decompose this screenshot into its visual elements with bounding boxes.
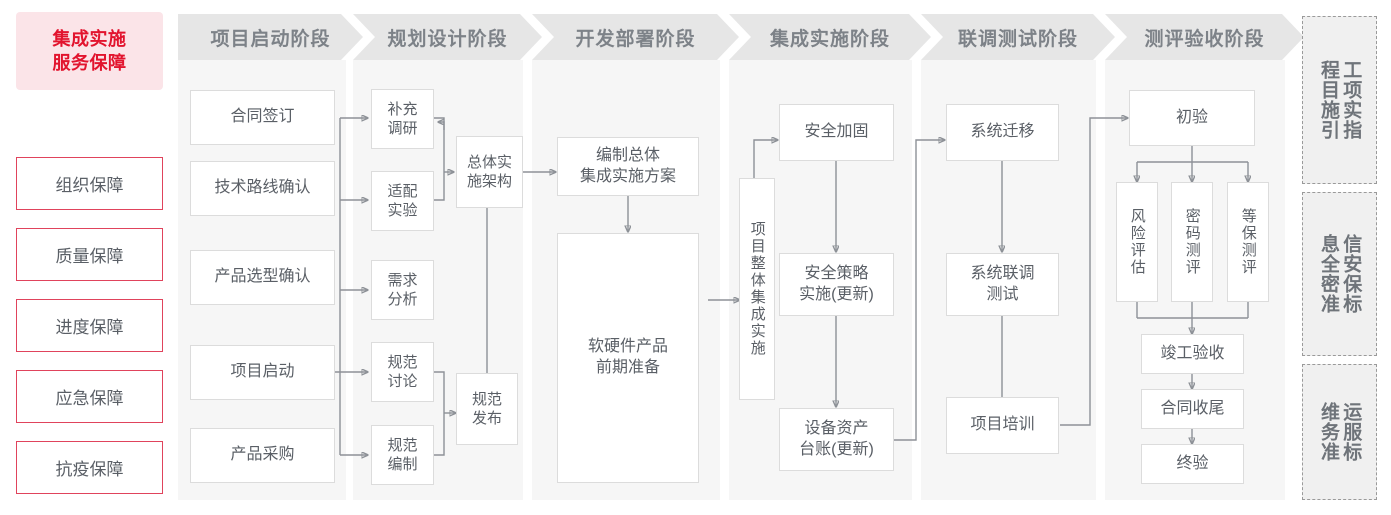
standard-label-column: 工项实指 [1340,60,1362,140]
brand-title-box: 集成实施 服务保障 [16,12,163,90]
node-p6-6[interactable]: 终验 [1141,444,1244,484]
node-p5-2[interactable]: 项目培训 [946,397,1059,454]
node-label: 风险评估 [1128,208,1146,276]
guarantee-item-2[interactable]: 进度保障 [16,299,163,352]
node-label: 合同收尾 [1160,399,1225,417]
phase-header-label: 集成实施阶段 [769,28,890,50]
node-p2-5[interactable]: 总体实 施架构 [456,136,523,208]
node-label: 技术路线确认 [214,179,311,197]
standard-panel-2[interactable]: 运服标维务准 [1302,364,1377,500]
standard-label-column: 信安保标 [1340,234,1362,314]
phase-header-label: 测评验收阶段 [1144,28,1265,50]
node-label: 补充 调研 [387,100,418,138]
guarantee-label: 进度保障 [55,318,124,337]
guarantee-label: 组织保障 [55,176,124,195]
standard-label-column: 程目施引 [1318,60,1339,140]
node-label: 总体实 施架构 [466,153,512,191]
node-p5-0[interactable]: 系统迁移 [946,104,1059,161]
standard-label-column: 维务准 [1318,402,1339,462]
node-label: 需求 分析 [387,271,418,309]
guarantee-item-1[interactable]: 质量保障 [16,228,163,281]
node-label: 等保测评 [1239,208,1257,276]
node-label: 安全策略 实施(更新) [799,264,874,303]
node-label: 合同签订 [230,108,295,126]
guarantee-item-4[interactable]: 抗疫保障 [16,441,163,494]
node-p2-2[interactable]: 需求 分析 [371,260,434,320]
node-label: 规范 讨论 [387,353,418,391]
node-p2-0[interactable]: 补充 调研 [371,89,434,149]
standard-label: 运服标维务准 [1318,402,1362,462]
node-label: 系统迁移 [970,123,1035,141]
standard-panel-1[interactable]: 信安保标息全密准 [1302,192,1377,356]
phase-header-1[interactable]: 项目启动阶段 [178,14,363,60]
node-p4-1[interactable]: 安全加固 [779,104,894,161]
guarantee-label: 质量保障 [55,247,124,266]
node-label: 项目启动 [230,363,295,381]
standard-panel-0[interactable]: 工项实指程目施引 [1302,16,1377,184]
standard-label: 信安保标息全密准 [1318,234,1362,314]
node-p1-0[interactable]: 合同签订 [190,90,335,145]
node-p6-5[interactable]: 合同收尾 [1141,389,1244,429]
node-p6-4[interactable]: 竣工验收 [1141,334,1244,374]
node-p4-3[interactable]: 设备资产 台账(更新) [779,408,894,471]
node-label: 初验 [1175,108,1208,126]
phase-header-label: 联调测试阶段 [957,28,1078,50]
node-label: 设备资产 台账(更新) [799,419,874,458]
node-p5-1[interactable]: 系统联调 测试 [946,253,1059,316]
node-label: 安全加固 [804,123,869,141]
node-p6-2[interactable]: 密码测评 [1171,182,1213,302]
node-p2-3[interactable]: 规范 讨论 [371,342,434,402]
node-p1-1[interactable]: 技术路线确认 [190,161,335,216]
phase-header-label: 开发部署阶段 [575,28,696,50]
node-label: 编制总体 集成实施方案 [579,146,676,185]
brand-title-line1: 集成实施 [52,28,127,49]
node-label: 竣工验收 [1160,344,1225,362]
node-label: 产品选型确认 [214,268,311,286]
node-p4-2[interactable]: 安全策略 实施(更新) [779,253,894,316]
node-label: 规范 编制 [387,436,418,474]
node-p1-3[interactable]: 项目启动 [190,345,335,400]
brand-title-line2: 服务保障 [52,53,127,73]
guarantee-label: 抗疫保障 [55,460,124,479]
node-p6-0[interactable]: 初验 [1129,90,1255,146]
phase-header-4[interactable]: 集成实施阶段 [729,14,931,60]
phase-header-label: 规划设计阶段 [387,28,508,50]
node-label: 项目整体集成实施 [748,221,766,357]
node-label: 规范 发布 [471,390,502,428]
phase-header-6[interactable]: 测评验收阶段 [1105,14,1304,60]
phase-header-3[interactable]: 开发部署阶段 [532,14,739,60]
node-label: 密码测评 [1183,208,1201,276]
guarantee-item-0[interactable]: 组织保障 [16,157,163,210]
guarantee-item-3[interactable]: 应急保障 [16,370,163,423]
node-p4-0[interactable]: 项目整体集成实施 [739,178,775,400]
standard-label: 工项实指程目施引 [1318,60,1362,140]
node-label: 产品采购 [230,446,295,464]
node-p2-6[interactable]: 规范 发布 [456,373,518,445]
phase-header-2[interactable]: 规划设计阶段 [353,14,542,60]
node-p3-1[interactable]: 软硬件产品 前期准备 [557,233,699,483]
node-p3-0[interactable]: 编制总体 集成实施方案 [557,137,699,196]
node-label: 适配 实验 [387,182,418,220]
guarantee-label: 应急保障 [55,389,124,408]
node-p2-1[interactable]: 适配 实验 [371,171,434,231]
phase-header-label: 项目启动阶段 [210,28,331,50]
node-label: 项目培训 [970,416,1035,434]
node-p1-4[interactable]: 产品采购 [190,428,335,483]
phase-header-5[interactable]: 联调测试阶段 [921,14,1115,60]
standard-label-column: 息全密准 [1318,234,1339,314]
node-p2-4[interactable]: 规范 编制 [371,425,434,485]
node-label: 终验 [1176,454,1209,472]
node-p1-2[interactable]: 产品选型确认 [190,250,335,305]
standard-label-column: 运服标 [1340,402,1362,462]
node-p6-1[interactable]: 风险评估 [1116,182,1158,302]
node-p6-3[interactable]: 等保测评 [1227,182,1269,302]
node-label: 系统联调 测试 [970,264,1035,303]
node-label: 软硬件产品 前期准备 [587,338,668,376]
